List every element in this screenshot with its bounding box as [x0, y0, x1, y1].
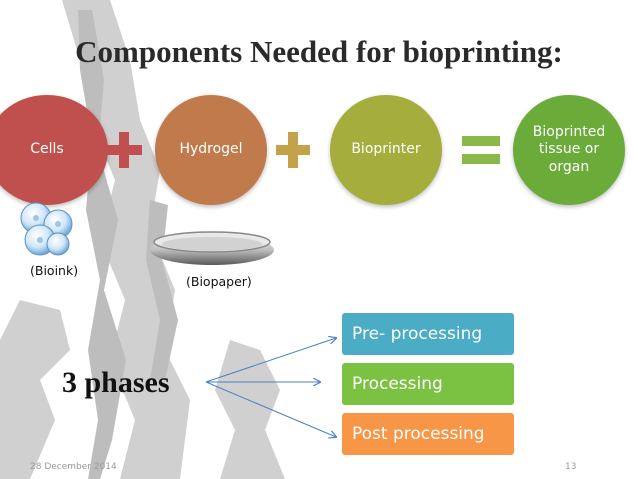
cells-circle: Cells [0, 95, 108, 205]
biopaper-image [150, 231, 274, 265]
post-processing-box: Post processing [342, 413, 514, 455]
hydrogel-circle: Hydrogel [155, 95, 267, 205]
bioink-image [20, 202, 73, 256]
page-number: 13 [565, 462, 577, 472]
arrow-post-processing [205, 381, 336, 437]
biopaper-caption: (Biopaper) [186, 274, 252, 289]
plus-icon [276, 132, 310, 168]
slide-title: Components Needed for bioprinting: [75, 34, 563, 69]
arrow-pre-processing [205, 338, 336, 383]
footer-date: 28 December 2014 [30, 462, 117, 472]
plus-icon [106, 132, 142, 168]
processing-box: Processing [342, 363, 514, 405]
pre-processing-label: Pre- processing [352, 324, 483, 344]
post-processing-label: Post processing [352, 424, 485, 444]
bioprinted-tissue-label: Bioprinted tissue or organ [532, 123, 606, 175]
processing-label: Processing [352, 374, 443, 394]
pre-processing-box: Pre- processing [342, 313, 514, 355]
bioink-caption: (Bioink) [30, 263, 79, 278]
equals-icon [462, 136, 500, 164]
phases-heading: 3 phases [62, 366, 170, 399]
bioprinter-circle: Bioprinter [330, 95, 442, 205]
cells-label: Cells [30, 141, 64, 158]
hydrogel-label: Hydrogel [179, 141, 243, 158]
bioprinted-tissue-circle: Bioprinted tissue or organ [513, 95, 625, 205]
bioprinter-label: Bioprinter [351, 141, 421, 158]
